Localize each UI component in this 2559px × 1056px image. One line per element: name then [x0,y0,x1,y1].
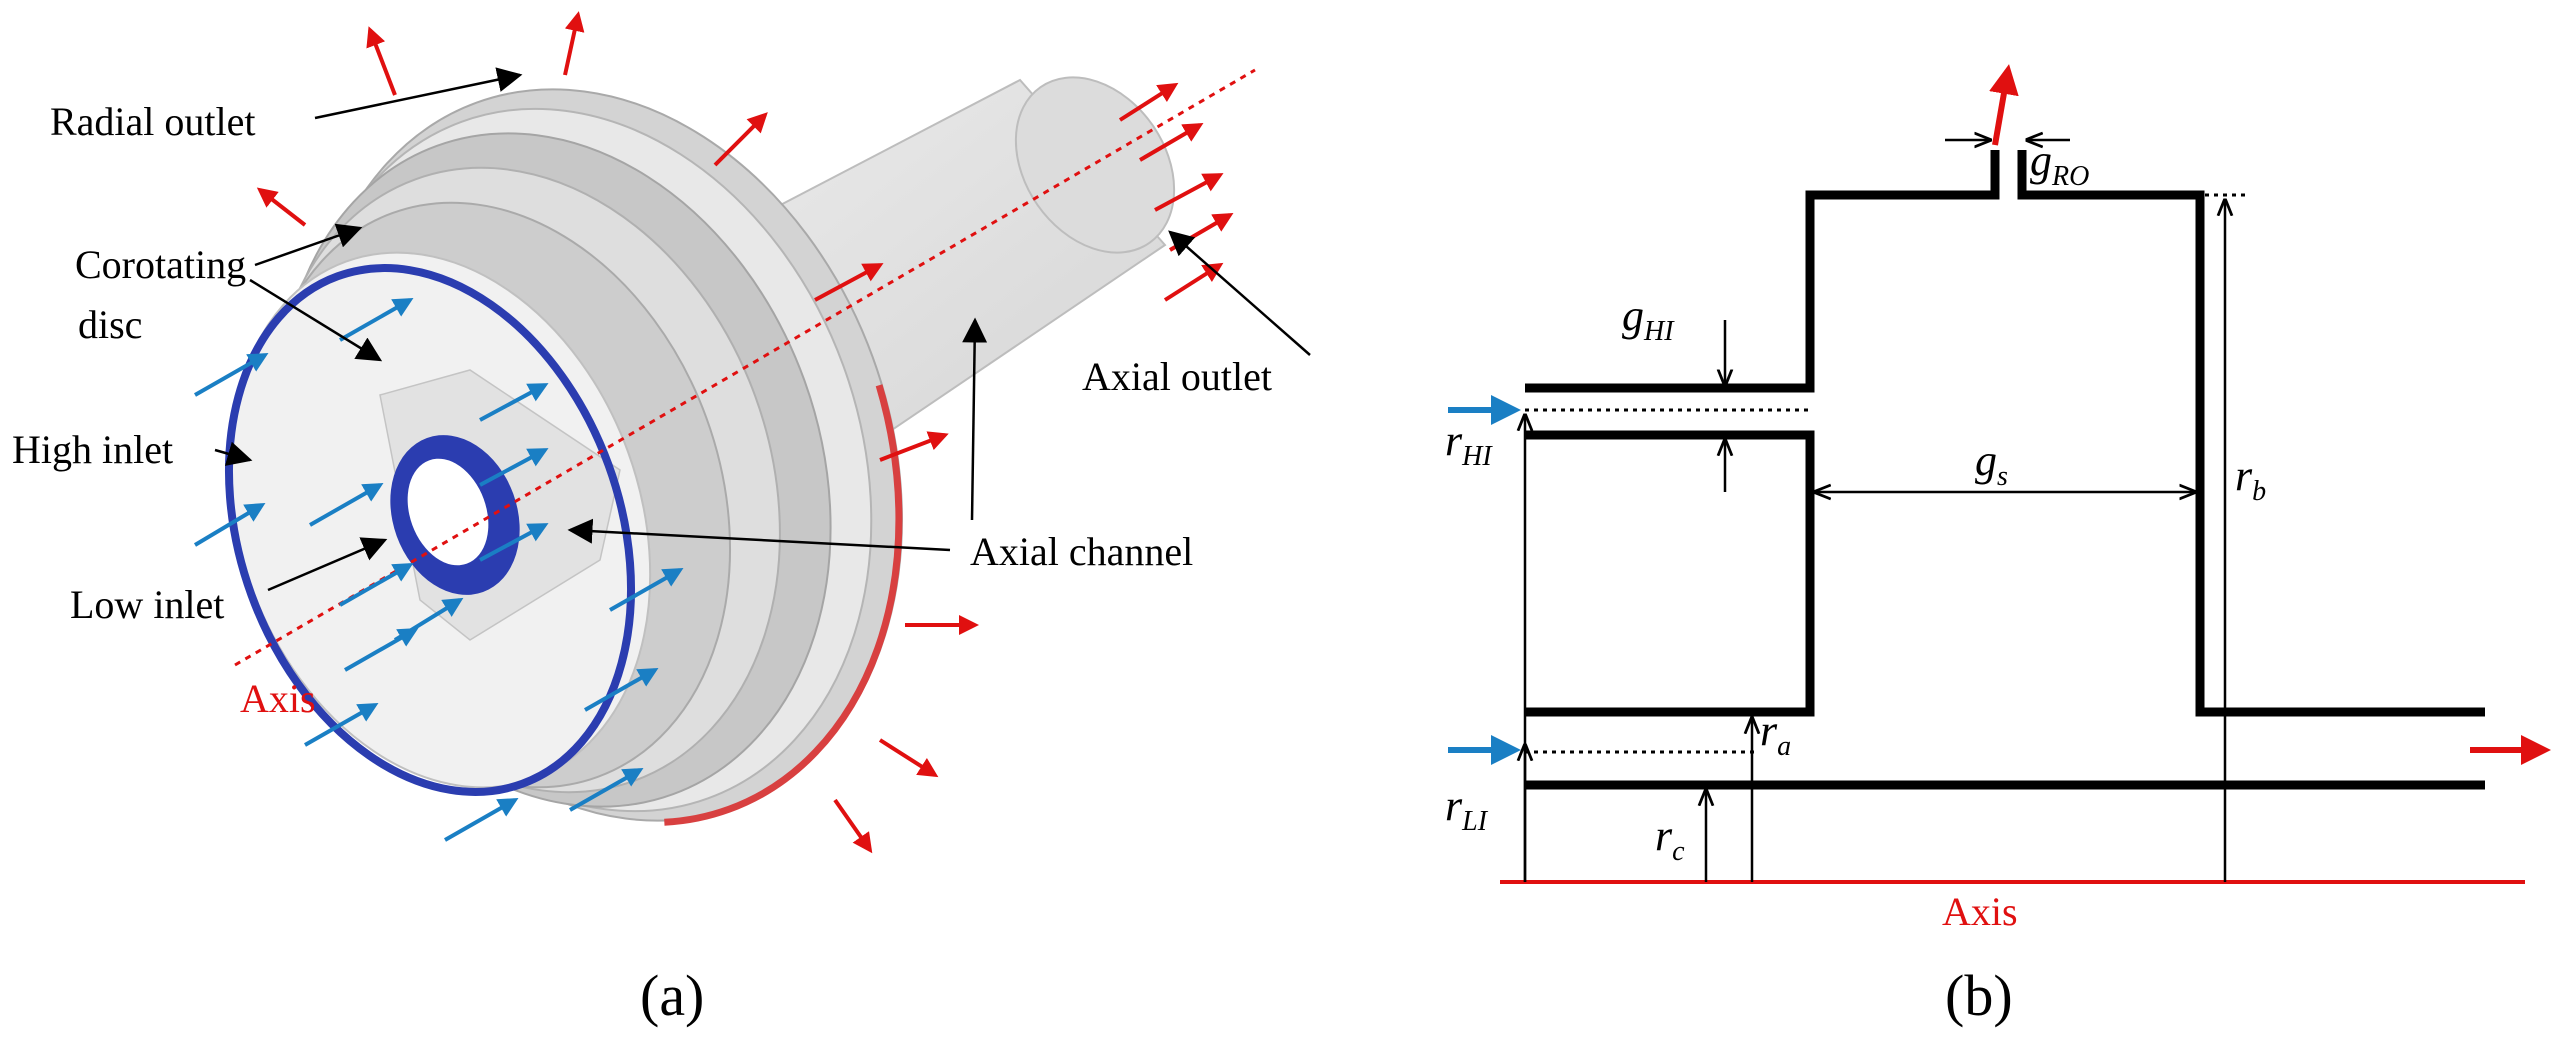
symbol-r-a: ra [1760,706,1791,762]
radial-outlet-rim [297,83,903,827]
symbol-r-c: rc [1655,811,1685,867]
caption-b: (b) [1945,963,2013,1028]
label-corotating-disc-line1: Corotating [75,242,246,287]
dimension-lines [1525,140,2225,882]
symbol-r-b: rb [2235,451,2266,507]
symbol-r-hi: rHI [1445,416,1493,472]
caption-a: (a) [640,963,704,1028]
label-low-inlet: Low inlet [70,582,224,627]
disc-stack [228,83,903,827]
cavity-walls [1525,150,2485,790]
label-corotating-disc-line2: disc [78,302,142,347]
panel-b: Axis gHI [1445,64,2551,1028]
symbol-g-hi: gHI [1622,291,1675,347]
leader-lines-a [214,67,1311,592]
inlet-arrows [193,298,684,842]
symbol-r-li: rLI [1445,781,1489,837]
high-inlet-ring [224,264,636,796]
label-high-inlet: High inlet [12,427,173,472]
label-axis-a: Axis [240,676,316,721]
label-axial-channel: Axial channel [970,529,1193,574]
label-axis-b: Axis [1942,889,2018,934]
symbol-g-s: gs [1975,436,2008,492]
symbol-g-ro: gRO [2030,136,2089,192]
label-axial-outlet: Axial outlet [1082,354,1272,399]
flow-arrows-b [1448,64,2551,765]
label-radial-outlet: Radial outlet [50,99,256,144]
outlet-arrows [256,11,1234,854]
panel-a: Radial outlet Corotating disc High inlet… [12,11,1311,1028]
